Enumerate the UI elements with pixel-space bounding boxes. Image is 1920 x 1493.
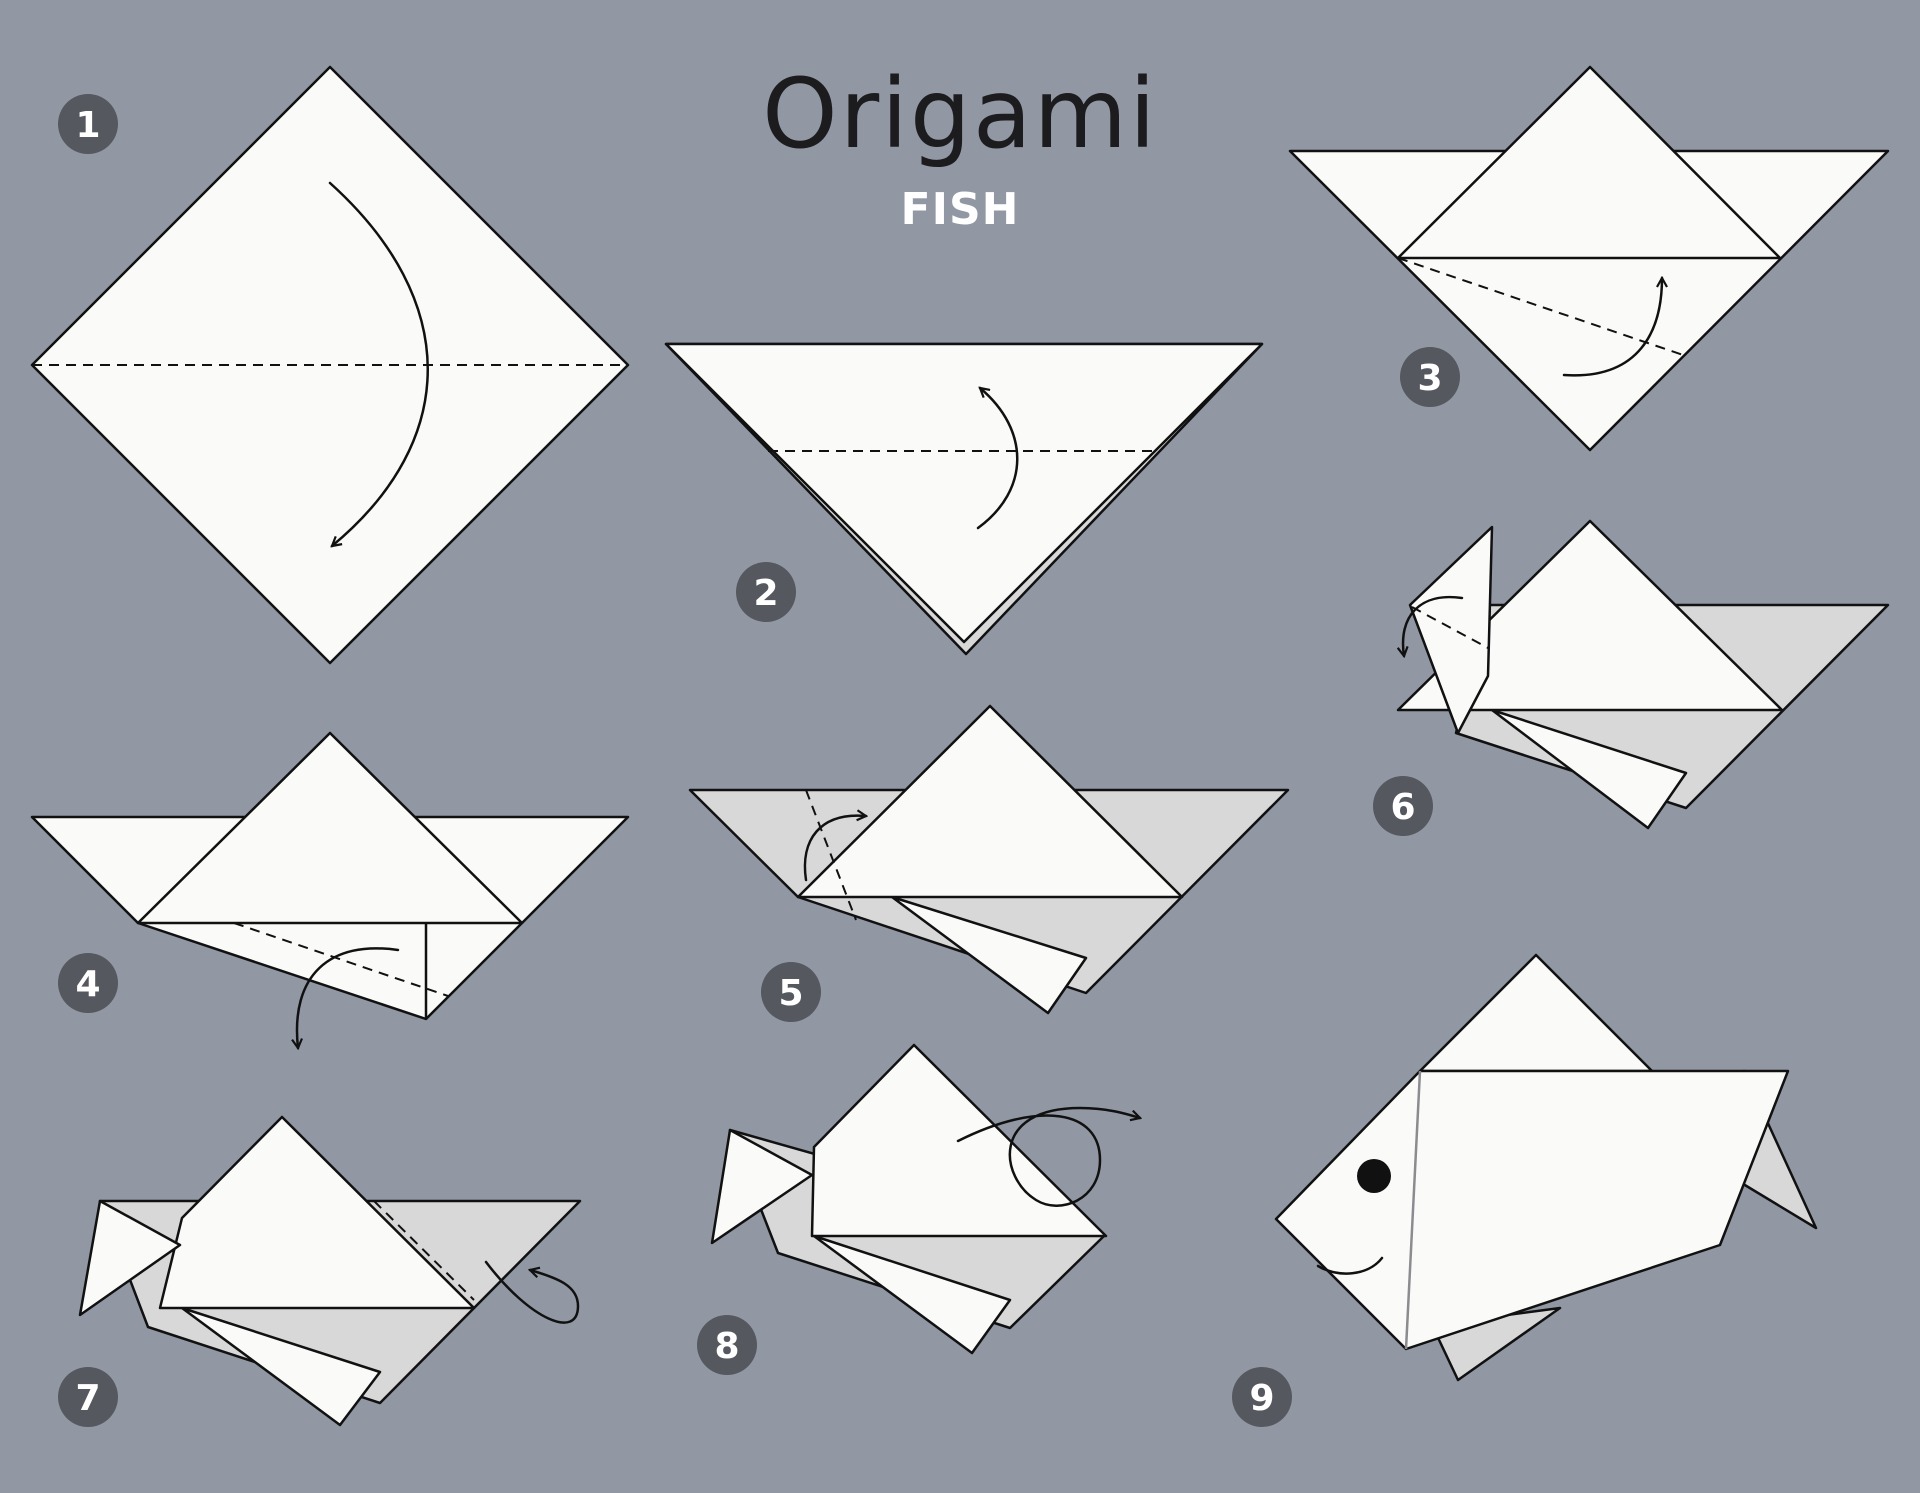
step-1-fold-arrow — [328, 181, 429, 546]
step-8-tail — [710, 1128, 814, 1245]
step-5-flap — [890, 895, 1088, 1015]
step-4-fold-line — [233, 922, 449, 997]
step-6-fold-line — [1411, 606, 1489, 649]
step-6-flap — [1490, 708, 1688, 830]
step-9-eye — [1357, 1159, 1391, 1193]
step-badge-2: 2 — [736, 562, 796, 622]
step-9-top-fin — [1418, 953, 1654, 1073]
step-7-fold-line — [373, 1200, 475, 1301]
step-5-diagram — [688, 704, 1290, 1015]
step-7-fold-arrow — [484, 1260, 580, 1324]
step-6-top-flap — [1396, 519, 1784, 712]
step-6-fold-arrow — [1403, 595, 1464, 656]
step-badge-7: 7 — [58, 1367, 118, 1427]
step-4-fold-arrow — [297, 947, 400, 1048]
step-8-flip-arrow — [956, 1106, 1140, 1207]
step-3-fold-arrow — [1562, 278, 1662, 377]
step-6-diagram — [1396, 519, 1890, 830]
step-badge-9: 9 — [1232, 1367, 1292, 1427]
step-9-head-line — [1404, 1070, 1422, 1350]
step-3-top-flap — [1396, 65, 1782, 260]
step-7-tail — [78, 1199, 182, 1317]
step-badge-5: 5 — [761, 962, 821, 1022]
step-2-fold-arrow — [976, 388, 1019, 530]
page-title: Origami — [762, 58, 1158, 170]
step-badge-4-number: 4 — [75, 964, 100, 1005]
step-6-tail — [1408, 525, 1494, 735]
step-4-diagram — [30, 731, 630, 1048]
step-badge-3: 3 — [1400, 347, 1460, 407]
step-4-top-flap — [136, 731, 524, 925]
step-1-diagram — [30, 65, 630, 665]
step-5-fold-line — [805, 789, 857, 921]
step-badge-6: 6 — [1373, 776, 1433, 836]
step-badge-1: 1 — [58, 94, 118, 154]
step-8-diagram — [710, 1043, 1140, 1355]
step-5-top-flap — [796, 704, 1184, 899]
step-badge-2-number: 2 — [753, 573, 778, 614]
step-2-triangle — [664, 342, 1264, 644]
step-badge-6-number: 6 — [1390, 787, 1415, 828]
page-subtitle: FISH — [900, 184, 1020, 235]
step-badge-8: 8 — [697, 1315, 757, 1375]
step-badge-8-number: 8 — [714, 1326, 739, 1367]
step-5-fold-arrow — [803, 816, 866, 882]
step-7-flap — [180, 1306, 382, 1427]
step-badge-5-number: 5 — [778, 973, 803, 1014]
step-badge-3-number: 3 — [1417, 358, 1442, 399]
step-7-top-flap — [158, 1115, 476, 1310]
step-9-mouth — [1316, 1256, 1384, 1275]
step-2-diagram — [664, 342, 1264, 656]
step-8-flap — [812, 1234, 1012, 1355]
step-7-diagram — [78, 1115, 582, 1427]
step-badge-7-number: 7 — [75, 1378, 100, 1419]
step-3-diagram — [1288, 65, 1890, 452]
step-9-body — [1274, 1069, 1790, 1351]
step-badge-9-number: 9 — [1249, 1378, 1274, 1419]
step-9-diagram — [1274, 953, 1818, 1382]
step-badge-4: 4 — [58, 953, 118, 1013]
step-badge-1-number: 1 — [75, 105, 100, 146]
